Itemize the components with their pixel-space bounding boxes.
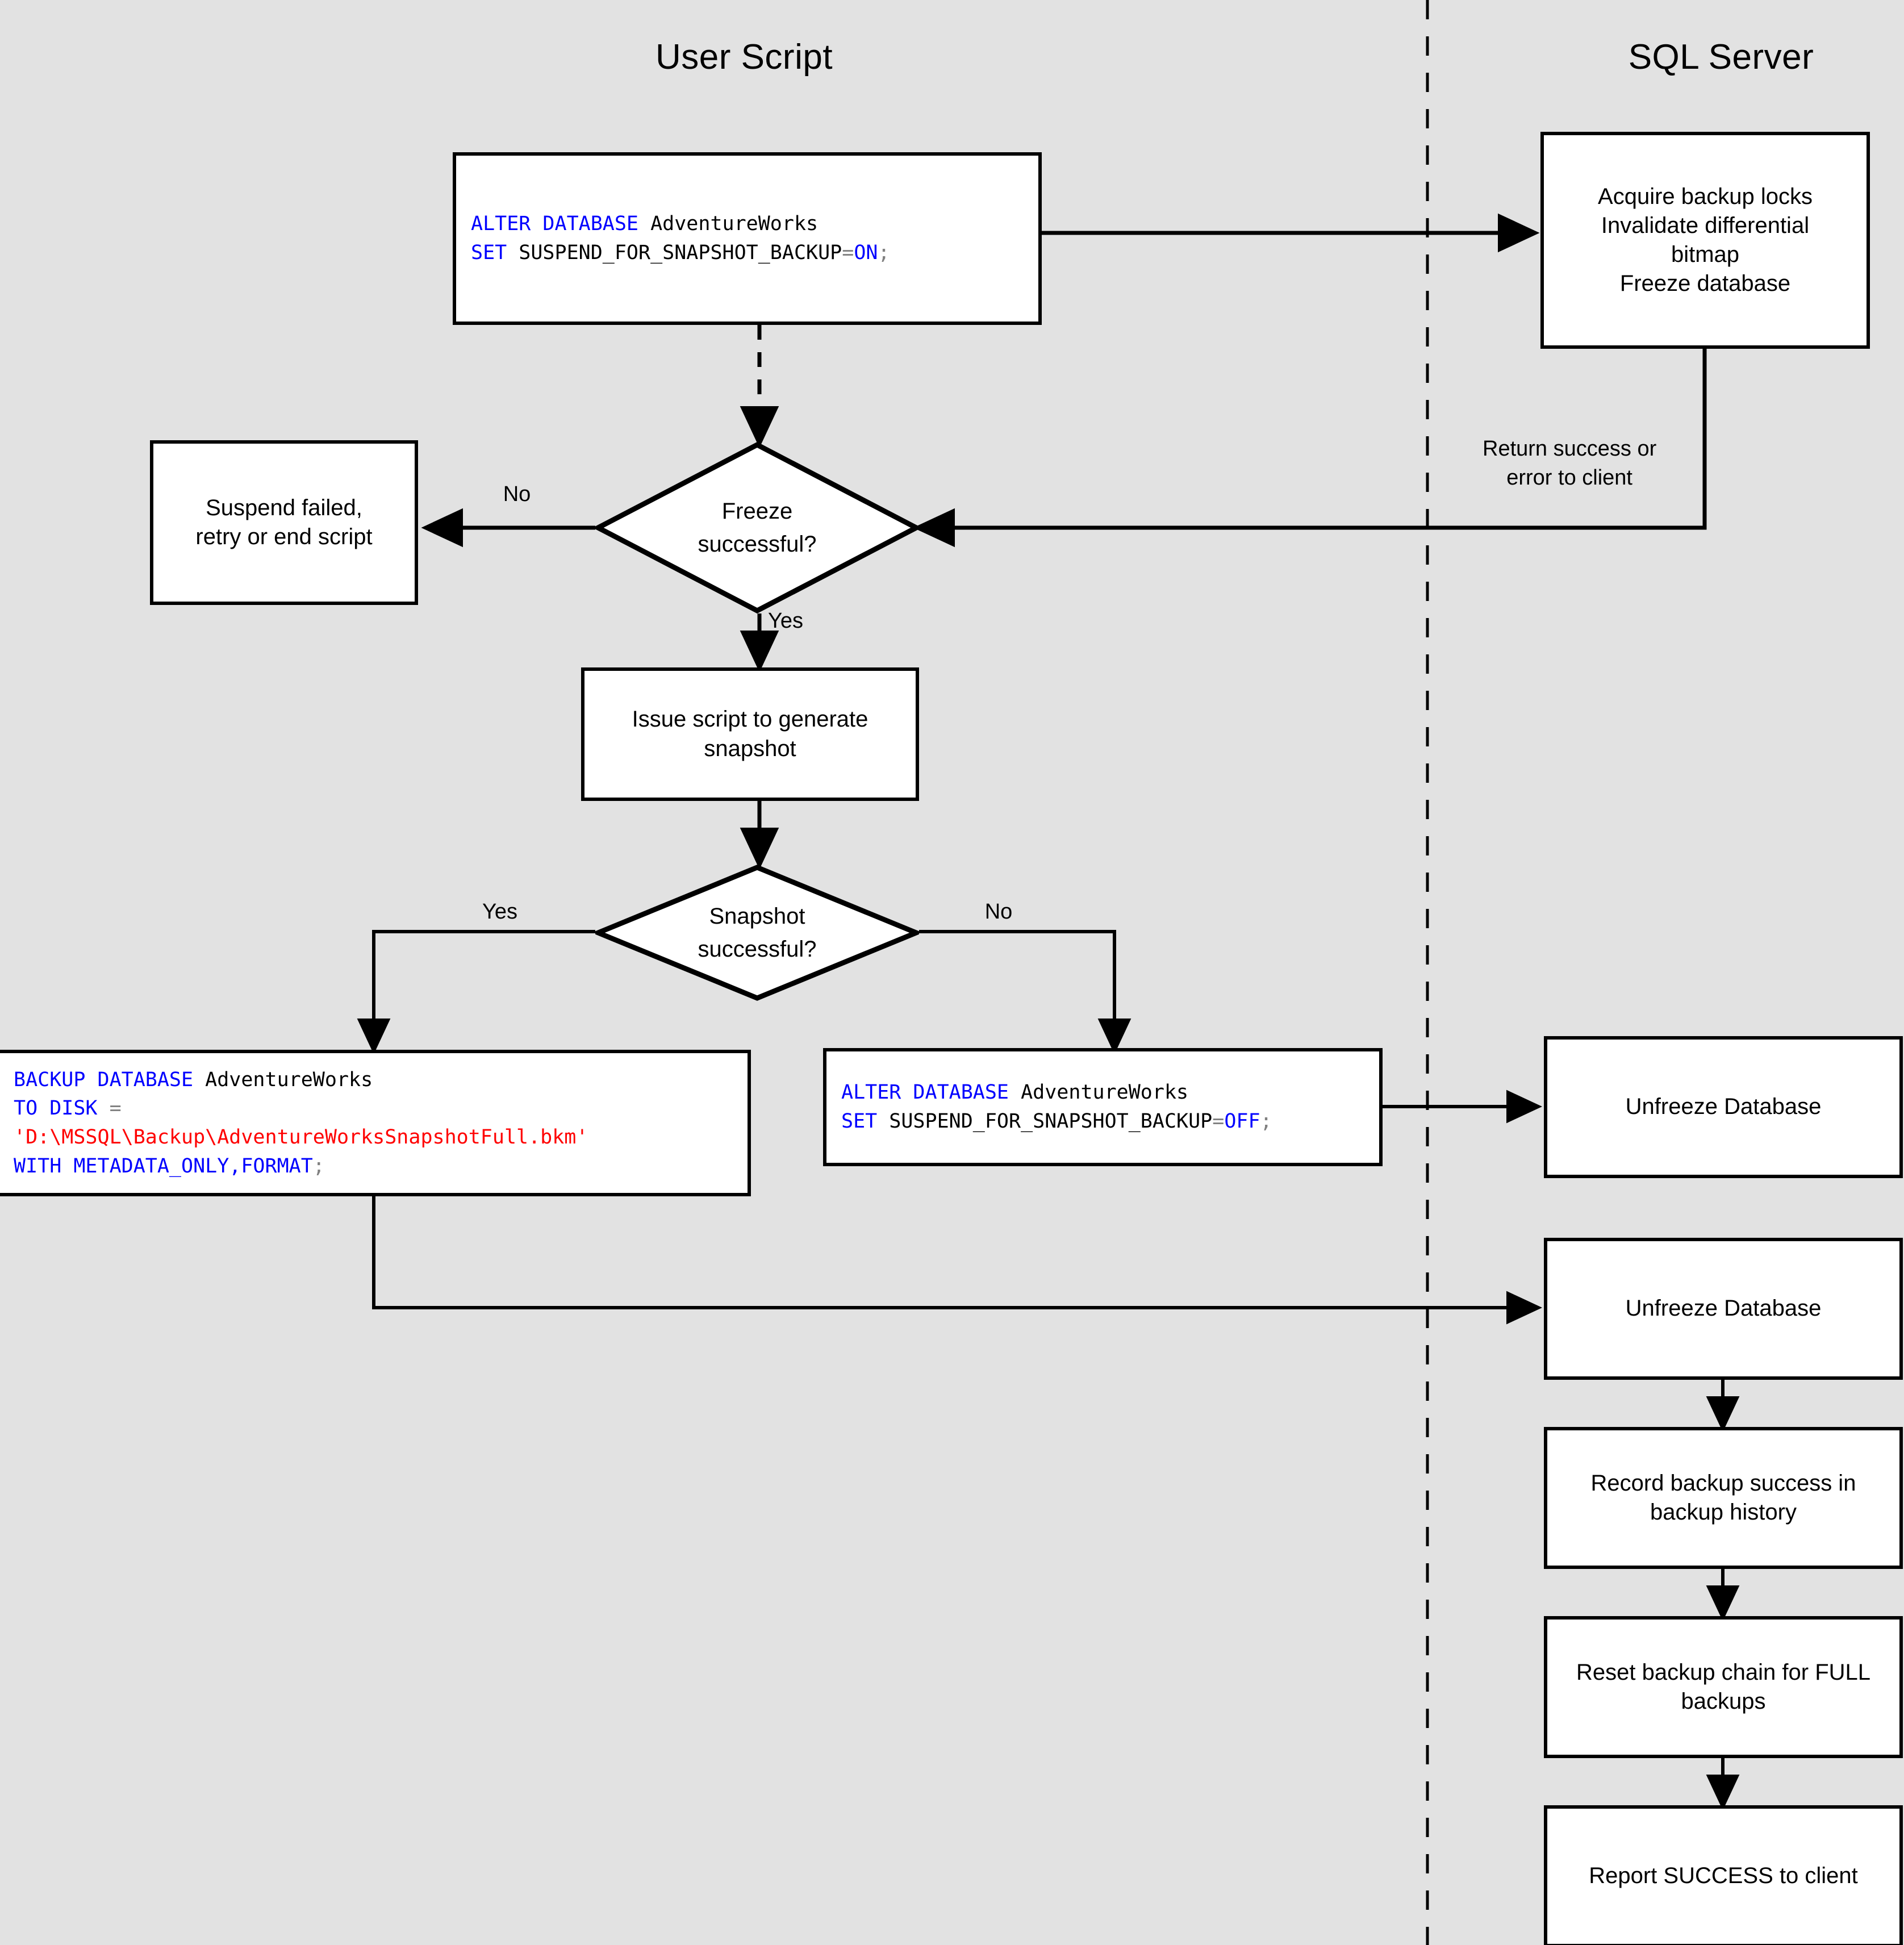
node-suspend-failed[interactable]: Suspend failed, retry or end script [150,440,418,605]
node-snapshot-successful-decision[interactable]: Snapshot successful? [595,865,919,1001]
node-report-success[interactable]: Report SUCCESS to client [1544,1805,1903,1945]
node-reset-backup-chain[interactable]: Reset backup chain for FULL backups [1544,1616,1903,1758]
edge-label-freeze-no: No [503,482,531,506]
node-reset-backup-chain-label: Reset backup chain for FULL backups [1576,1659,1871,1714]
code-alter-on: ALTER DATABASE AdventureWorks SET SUSPEN… [471,212,890,264]
code-backup-database: BACKUP DATABASE AdventureWorks TO DISK =… [14,1068,588,1178]
node-report-success-label: Report SUCCESS to client [1589,1863,1858,1889]
lane-title-sql-server: SQL Server [1628,37,1814,77]
node-acquire-backup-locks-label: Acquire backup locks Invalidate differen… [1598,183,1813,297]
node-backup-database[interactable]: BACKUP DATABASE AdventureWorks TO DISK =… [0,1050,751,1196]
node-unfreeze-database-1[interactable]: Unfreeze Database [1544,1036,1903,1178]
code-alter-off: ALTER DATABASE AdventureWorks SET SUSPEN… [841,1081,1272,1133]
edge-label-return-status: Return success or error to client [1483,437,1657,490]
lane-title-user-script: User Script [655,37,833,77]
node-suspend-failed-label: Suspend failed, retry or end script [195,495,373,549]
edge-snapshot-yes-to-backup [357,930,595,1054]
node-record-backup-success-label: Record backup success in backup history [1590,1470,1856,1525]
node-record-backup-success[interactable]: Record backup success in backup history [1544,1427,1903,1569]
node-issue-script[interactable]: Issue script to generate snapshot [581,667,919,801]
node-alter-database-off[interactable]: ALTER DATABASE AdventureWorks SET SUSPEN… [823,1048,1383,1166]
node-unfreeze-database-1-label: Unfreeze Database [1625,1094,1822,1120]
node-alter-database-on[interactable]: ALTER DATABASE AdventureWorks SET SUSPEN… [453,152,1042,325]
node-freeze-successful-label: Freeze successful? [698,499,817,557]
node-issue-script-label: Issue script to generate snapshot [632,707,869,761]
edge-label-freeze-yes: Yes [768,609,803,633]
edge-label-snapshot-no: No [984,900,1013,924]
edge-backup-to-unfreeze2 [372,1196,1542,1325]
node-snapshot-successful-label: Snapshot successful? [698,904,817,962]
node-unfreeze-database-2[interactable]: Unfreeze Database [1544,1238,1903,1380]
node-unfreeze-database-2-label: Unfreeze Database [1625,1296,1822,1321]
node-acquire-backup-locks[interactable]: Acquire backup locks Invalidate differen… [1540,132,1870,349]
node-freeze-successful-decision[interactable]: Freeze successful? [595,442,919,613]
edge-label-snapshot-yes: Yes [482,900,517,924]
edge-snapshot-no-to-alteroff [919,930,1131,1054]
